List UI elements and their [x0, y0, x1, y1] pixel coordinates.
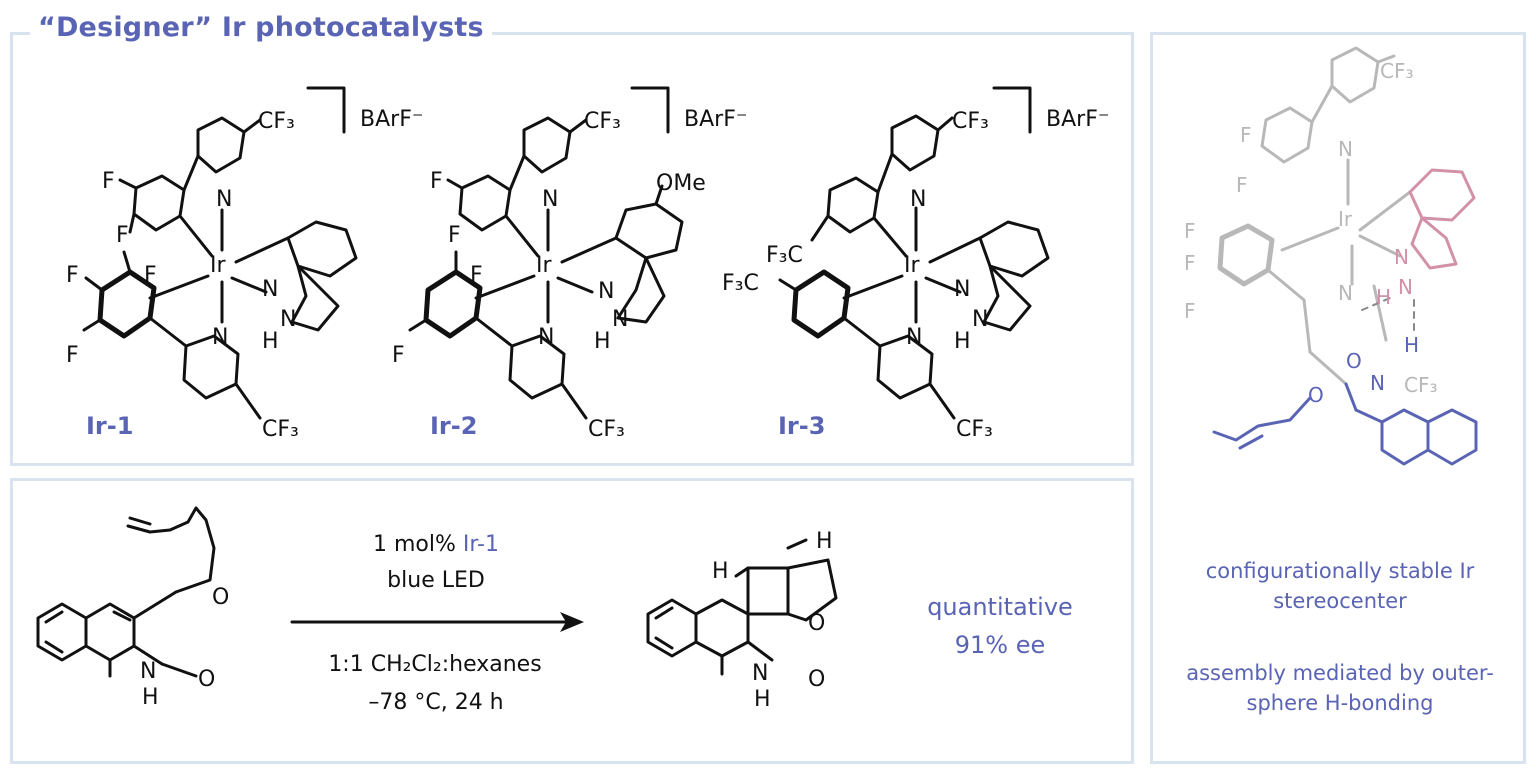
- catalyst-label-ir-1: Ir-1: [86, 412, 133, 440]
- condition-catalyst-prefix: 1 mol%: [373, 532, 463, 557]
- atom-h: H: [262, 329, 279, 354]
- atom-ir: Ir: [904, 253, 920, 278]
- yield-text: quantitative: [927, 593, 1073, 621]
- atom-h: H: [1404, 333, 1419, 357]
- atom-n: N: [972, 307, 988, 332]
- condition-catalyst-name: Ir-1: [462, 532, 499, 557]
- atom-ome: OMe: [656, 171, 706, 196]
- atom-cf3: CF₃: [1380, 59, 1414, 83]
- model-note-stereocenter: configurationally stable Ir stereocenter: [1205, 559, 1475, 613]
- atom-f: F: [470, 263, 483, 288]
- atom-ir: Ir: [210, 253, 226, 278]
- counterion-ir-1: BArF⁻: [360, 107, 423, 132]
- atom-h: H: [142, 685, 159, 710]
- atom-f: F: [102, 169, 115, 194]
- condition-temperature: –78 °C, 24 h: [368, 690, 504, 715]
- atom-n: N: [280, 307, 296, 332]
- atom-f3c: F₃C: [722, 271, 759, 296]
- atom-f: F: [1184, 219, 1196, 243]
- catalyst-label-ir-2: Ir-2: [430, 412, 477, 440]
- atom-f: F: [448, 223, 461, 248]
- atom-n: N: [910, 187, 926, 212]
- atom-cf3: CF₃: [1404, 373, 1438, 397]
- model-panel: [1150, 32, 1526, 764]
- atom-cf3: CF₃: [956, 417, 993, 442]
- atom-h: H: [1376, 285, 1391, 309]
- model-complex: [1212, 46, 1478, 466]
- atom-n: N: [1338, 281, 1353, 305]
- atom-f: F: [392, 343, 405, 368]
- atom-h: H: [954, 329, 971, 354]
- atom-n: N: [262, 277, 278, 302]
- atom-f: F: [66, 263, 79, 288]
- atom-o: O: [212, 585, 229, 610]
- atom-o: O: [198, 667, 215, 692]
- atom-f: F: [1184, 251, 1196, 275]
- atom-n: N: [752, 661, 768, 686]
- atom-f: F: [1240, 123, 1252, 147]
- atom-h: H: [816, 529, 833, 554]
- atom-f3c: F₃C: [766, 243, 803, 268]
- atom-h: H: [712, 559, 729, 584]
- atom-n: N: [1398, 275, 1413, 299]
- catalyst-ir-1: [82, 116, 358, 420]
- condition-light: blue LED: [387, 568, 485, 593]
- catalysts-panel: [10, 32, 1134, 466]
- atom-n: N: [1338, 137, 1353, 161]
- arrowhead-icon: [560, 612, 584, 632]
- reaction-panel: [10, 478, 1134, 764]
- atom-n: N: [538, 325, 554, 350]
- product-structure: [646, 538, 838, 676]
- atom-n: N: [216, 187, 232, 212]
- atom-n: N: [542, 187, 558, 212]
- atom-n: N: [212, 325, 228, 350]
- ee-text: 91% ee: [954, 631, 1046, 659]
- atom-ir: Ir: [536, 253, 552, 278]
- atom-f: F: [1236, 173, 1248, 197]
- atom-cf3: CF₃: [952, 109, 989, 134]
- atom-h: H: [594, 329, 611, 354]
- atom-f: F: [116, 223, 129, 248]
- atom-o: O: [1346, 349, 1362, 373]
- atom-ir: Ir: [1338, 207, 1353, 231]
- counterion-ir-3: BArF⁻: [1046, 107, 1109, 132]
- condition-catalyst: 1 mol% Ir-1: [306, 530, 566, 560]
- model-note-hbonding: assembly mediated by outer-sphere H-bond…: [1186, 661, 1494, 715]
- atom-n: N: [1394, 245, 1409, 269]
- atom-o: O: [808, 667, 825, 692]
- condition-solvent: 1:1 CH₂Cl₂:hexanes: [328, 652, 542, 677]
- atom-n: N: [954, 277, 970, 302]
- atom-n: N: [612, 307, 628, 332]
- catalyst-ir-3: [778, 114, 1050, 420]
- atom-n: N: [140, 659, 156, 684]
- atom-h: H: [754, 687, 771, 712]
- atom-f: F: [144, 263, 157, 288]
- atom-cf3: CF₃: [584, 109, 621, 134]
- atom-n: N: [598, 279, 614, 304]
- atom-f: F: [1184, 299, 1196, 323]
- panel-title: “Designer” Ir photocatalysts: [30, 12, 492, 43]
- catalyst-label-ir-3: Ir-3: [778, 412, 825, 440]
- atom-cf3: CF₃: [262, 417, 299, 442]
- atom-n: N: [1370, 371, 1385, 395]
- counterion-ir-2: BArF⁻: [684, 107, 747, 132]
- atom-cf3: CF₃: [258, 109, 295, 134]
- atom-f: F: [430, 169, 443, 194]
- atom-cf3: CF₃: [588, 417, 625, 442]
- substrate-structure: [36, 506, 216, 678]
- atom-f: F: [66, 343, 79, 368]
- catalyst-ir-2: [408, 116, 684, 420]
- atom-n: N: [906, 325, 922, 350]
- atom-o: O: [1308, 383, 1324, 407]
- atom-o: O: [808, 611, 825, 636]
